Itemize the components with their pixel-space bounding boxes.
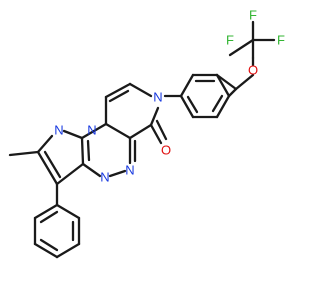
atom-label-o: O: [248, 63, 258, 78]
atom-label-n: N: [87, 123, 96, 138]
bond: [128, 123, 153, 140]
bond: [211, 94, 224, 113]
bond: [36, 134, 54, 154]
atom-label-n: N: [125, 163, 134, 178]
bond: [86, 139, 91, 162]
bond: [108, 169, 127, 178]
bond: [227, 87, 238, 98]
bond: [149, 106, 160, 127]
atom-label-f: F: [249, 8, 257, 23]
atom-label-f: F: [277, 33, 285, 48]
atom-label-n: N: [54, 123, 63, 138]
bond: [179, 94, 195, 119]
bond: [43, 150, 62, 179]
bond: [62, 129, 84, 140]
bond: [179, 73, 195, 98]
bond: [186, 95, 199, 114]
atom-labels: F F F O N O N N N N: [54, 8, 285, 185]
bond: [39, 238, 59, 252]
bond: [215, 94, 231, 119]
bond: [55, 242, 81, 259]
bond: [215, 73, 231, 98]
bond: [39, 210, 59, 224]
bond: [104, 122, 132, 140]
atom-label-n: N: [153, 90, 162, 105]
bond: [155, 119, 168, 141]
atom-label-o: O: [161, 143, 171, 158]
bond: [80, 136, 85, 166]
bond: [215, 73, 238, 91]
bond: [8, 150, 40, 157]
bond: [33, 203, 59, 220]
bond: [234, 73, 255, 91]
bond: [228, 38, 255, 57]
bond: [55, 203, 81, 220]
bond-lines: [8, 20, 276, 259]
bond: [149, 123, 163, 145]
molecule-structure-diagram: F F F O N O N N N N: [8, 8, 285, 259]
atom-label-n: N: [100, 170, 109, 185]
bond: [33, 242, 59, 259]
bond: [108, 89, 130, 103]
bond: [128, 82, 153, 98]
bond: [80, 122, 108, 140]
bond: [81, 162, 102, 178]
atom-label-f: F: [226, 33, 234, 48]
bond: [104, 82, 132, 99]
bond: [36, 150, 59, 186]
bond: [55, 162, 85, 186]
